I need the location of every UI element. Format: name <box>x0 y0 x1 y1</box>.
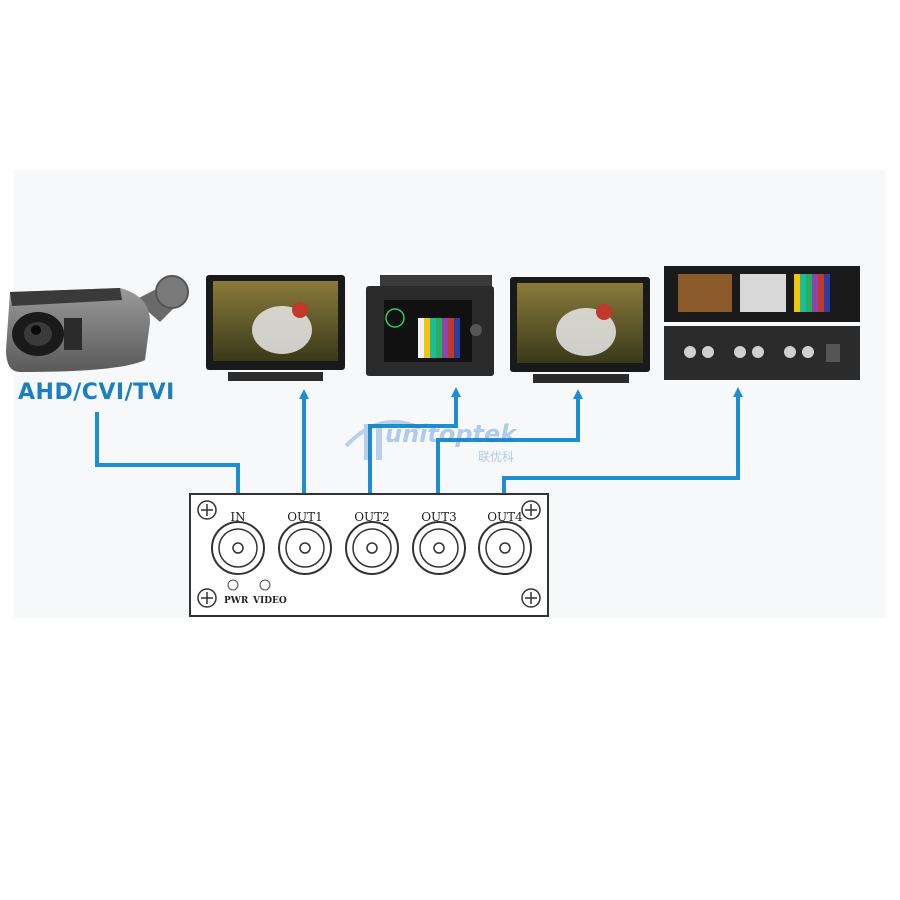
screw-icon <box>521 588 541 608</box>
watermark-subtext: 联优科 <box>478 450 515 464</box>
bnc-connector-out4 <box>478 521 532 575</box>
led-label-pwr: PWR <box>224 596 249 606</box>
cctv-bullet-camera-icon <box>6 275 189 372</box>
port-label-out2: OUT2 <box>354 510 390 524</box>
screw-icon <box>197 500 217 520</box>
watermark-logo-icon <box>344 420 421 460</box>
port-label-out3: OUT3 <box>421 510 457 524</box>
rack-monitor-icon <box>664 266 860 380</box>
arrow-out3-to-monitor <box>436 389 583 496</box>
camera-label: AHD/CVI/TVI <box>18 380 175 405</box>
arrow-out2-to-waveform <box>368 387 461 496</box>
video-splitter-panel <box>189 493 549 617</box>
lcd-monitor-icon <box>206 275 345 381</box>
screw-icon <box>197 588 217 608</box>
bnc-connector-in <box>211 521 265 575</box>
bnc-connector-out2 <box>345 521 399 575</box>
bnc-connector-out1 <box>278 521 332 575</box>
port-label-out1: OUT1 <box>287 510 323 524</box>
bnc-connector-out3 <box>412 521 466 575</box>
screw-icon <box>521 500 541 520</box>
port-label-in: IN <box>230 510 246 524</box>
port-label-out4: OUT4 <box>487 510 523 524</box>
watermark-text: unitoptek <box>385 420 517 448</box>
waveform-monitor-icon <box>366 275 494 376</box>
arrow-out4-to-rack <box>502 387 743 496</box>
arrow-camera-to-in <box>95 412 243 507</box>
signal-arrows <box>95 387 743 507</box>
led-label-video: VIDEO <box>253 596 287 606</box>
led-video <box>259 579 271 591</box>
led-pwr <box>227 579 239 591</box>
lcd-monitor-icon <box>510 277 650 383</box>
